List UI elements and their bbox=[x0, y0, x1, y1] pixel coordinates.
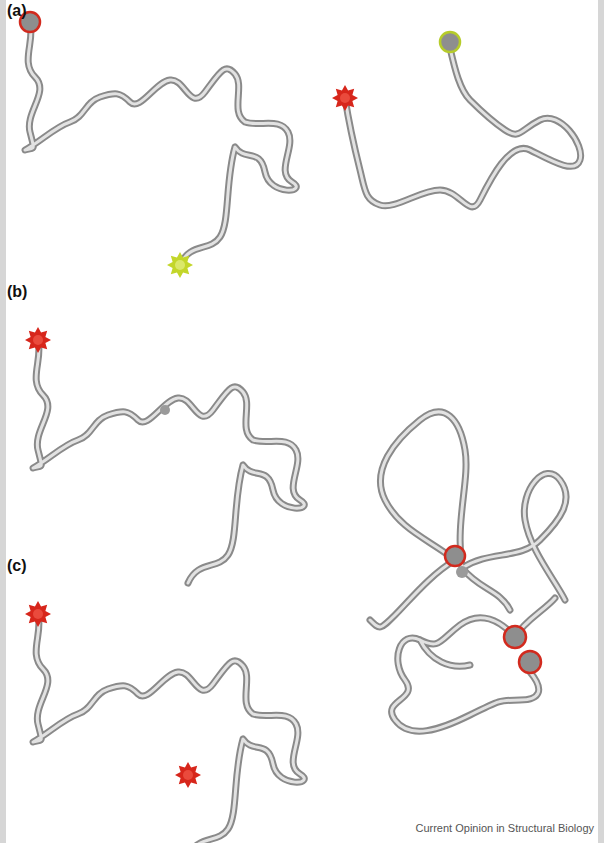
quencher-dot bbox=[160, 405, 541, 673]
protein-chain bbox=[392, 598, 555, 731]
protein-chain bbox=[33, 614, 304, 843]
protein-chain bbox=[370, 412, 566, 627]
panel-letter: (c) bbox=[7, 557, 27, 575]
panel-letter: (a) bbox=[7, 2, 27, 20]
panel-letter: (b) bbox=[7, 283, 27, 301]
protein-chain bbox=[25, 22, 296, 265]
protein-chain bbox=[345, 48, 581, 207]
protein-chain bbox=[33, 340, 304, 583]
fluorophore-star bbox=[25, 85, 358, 843]
quencher-circle bbox=[20, 12, 460, 52]
journal-watermark: Current Opinion in Structural Biology bbox=[415, 822, 594, 834]
